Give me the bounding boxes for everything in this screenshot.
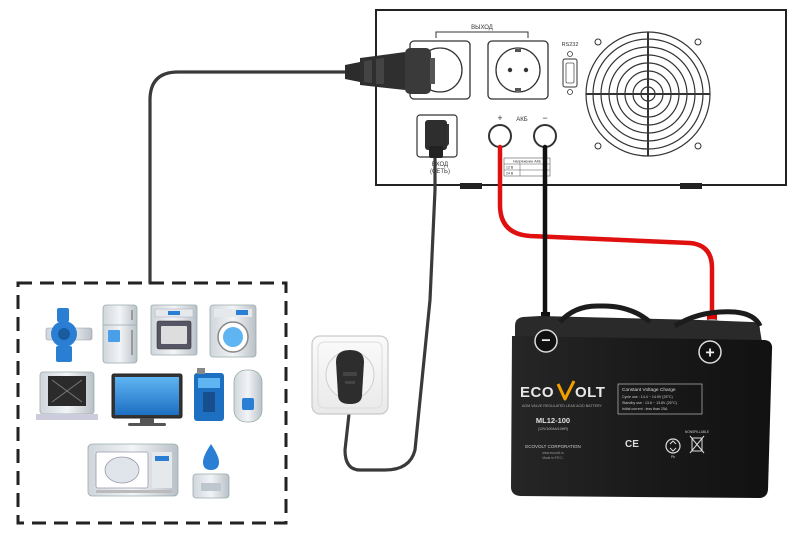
inverter-negative-terminal[interactable] (533, 124, 557, 148)
mains-cable (343, 156, 437, 472)
crossed-bin-icon (689, 435, 705, 454)
inverter-battery-terminals: + АКБ − (488, 113, 557, 148)
gas-boiler-icon (194, 368, 224, 421)
refrigerator-icon (102, 304, 138, 364)
svg-text:ECO: ECO (520, 384, 554, 401)
wall-plug (336, 350, 364, 404)
svg-text:Initial current : less than 25: Initial current : less than 25A (622, 407, 668, 411)
battery-positive-symbol: + (698, 340, 722, 364)
mains-plug (425, 120, 447, 158)
battery-corp-sub-2: Made in P.R.C. (542, 456, 563, 460)
svg-text:12 В: 12 В (506, 166, 514, 170)
svg-text:Cycle use : 14.4 ~ 14.9V: Cycle use : 14.4 ~ 14.9V (25°C) (622, 395, 673, 399)
svg-text:Pb: Pb (671, 455, 675, 459)
inverter: ВЫХОД RS232 (375, 9, 787, 189)
svg-text:Напряжение АКБ: Напряжение АКБ (513, 160, 542, 164)
battery-lid (515, 316, 762, 342)
battery-corp-sub-1: www.ecovolt.ru (542, 451, 564, 455)
mains-input-label: ВХОД (432, 162, 448, 168)
battery-model-sub: (12V/100Ah/10HR) (538, 427, 568, 431)
oven-icon (150, 304, 198, 356)
svg-text:ВЫХОД: ВЫХОД (471, 25, 493, 31)
fan-heater-icon (36, 371, 98, 420)
output-label: ВЫХОД (435, 25, 529, 38)
output-plug (345, 48, 435, 94)
fan-grille (585, 31, 711, 157)
water-heater-icon (233, 369, 263, 423)
charge-spec-box: Constant Voltage Charge Cycle use : 14.4… (617, 383, 703, 415)
inverter-minus-label: − (542, 113, 547, 123)
rs232-port[interactable]: RS232 (562, 42, 579, 95)
battery-corp: ECOVOLT CORPORATION (525, 444, 581, 449)
water-cooler-icon (192, 444, 230, 499)
output-socket-2[interactable] (487, 40, 549, 100)
ce-mark: CE (625, 439, 639, 450)
svg-text:−: − (541, 333, 550, 350)
svg-text:+: + (705, 345, 714, 362)
appliances-dashed-frame (16, 281, 288, 525)
battery-subtitle: AGM VALVE REGULATED LEAD ACID BATTERY (522, 404, 603, 408)
wall-socket[interactable] (311, 335, 389, 415)
brand-v-icon (556, 380, 576, 401)
washing-machine-icon (209, 304, 257, 358)
battery-brand-logo: ECO OLT (520, 380, 605, 401)
appliances-group (16, 281, 288, 525)
voltage-table: Напряжение АКБ 12 В 24 В (503, 157, 551, 177)
battery-handle-left (558, 303, 652, 324)
output-power-cable (148, 70, 352, 285)
mains-input-label-2: (СЕТЬ) (430, 169, 450, 175)
inverter-positive-terminal[interactable] (488, 124, 512, 148)
svg-text:RS232: RS232 (562, 42, 579, 48)
circulation-pump-icon (45, 308, 93, 362)
cables (148, 70, 715, 472)
inverter-foot-left (460, 183, 482, 189)
svg-text:24 В: 24 В (506, 172, 514, 176)
battery-negative-symbol: − (534, 329, 558, 353)
inverter-foot-right (680, 183, 702, 189)
microwave-icon (87, 443, 179, 497)
battery-handle-right (673, 309, 763, 329)
tv-icon (111, 373, 183, 426)
battery-model: ML12-100 (536, 416, 570, 425)
akb-label: АКБ (516, 117, 527, 123)
svg-text:Constant Voltage Charge: Constant Voltage Charge (622, 387, 676, 393)
nonspillable-label: NONSPILLABLE (685, 430, 709, 434)
svg-text:Standby use : 13.6 ~ 13.8V (2: Standby use : 13.6 ~ 13.8V (25°C) (622, 401, 677, 405)
inverter-plus-label: + (497, 113, 502, 123)
svg-text:OLT: OLT (575, 384, 605, 401)
battery: − + ECO OLT AGM VALVE REGULATED LEAD ACI… (511, 303, 773, 498)
recycle-icon: Pb (665, 438, 681, 459)
battery-body (511, 336, 773, 498)
positive-battery-cable (497, 144, 715, 323)
